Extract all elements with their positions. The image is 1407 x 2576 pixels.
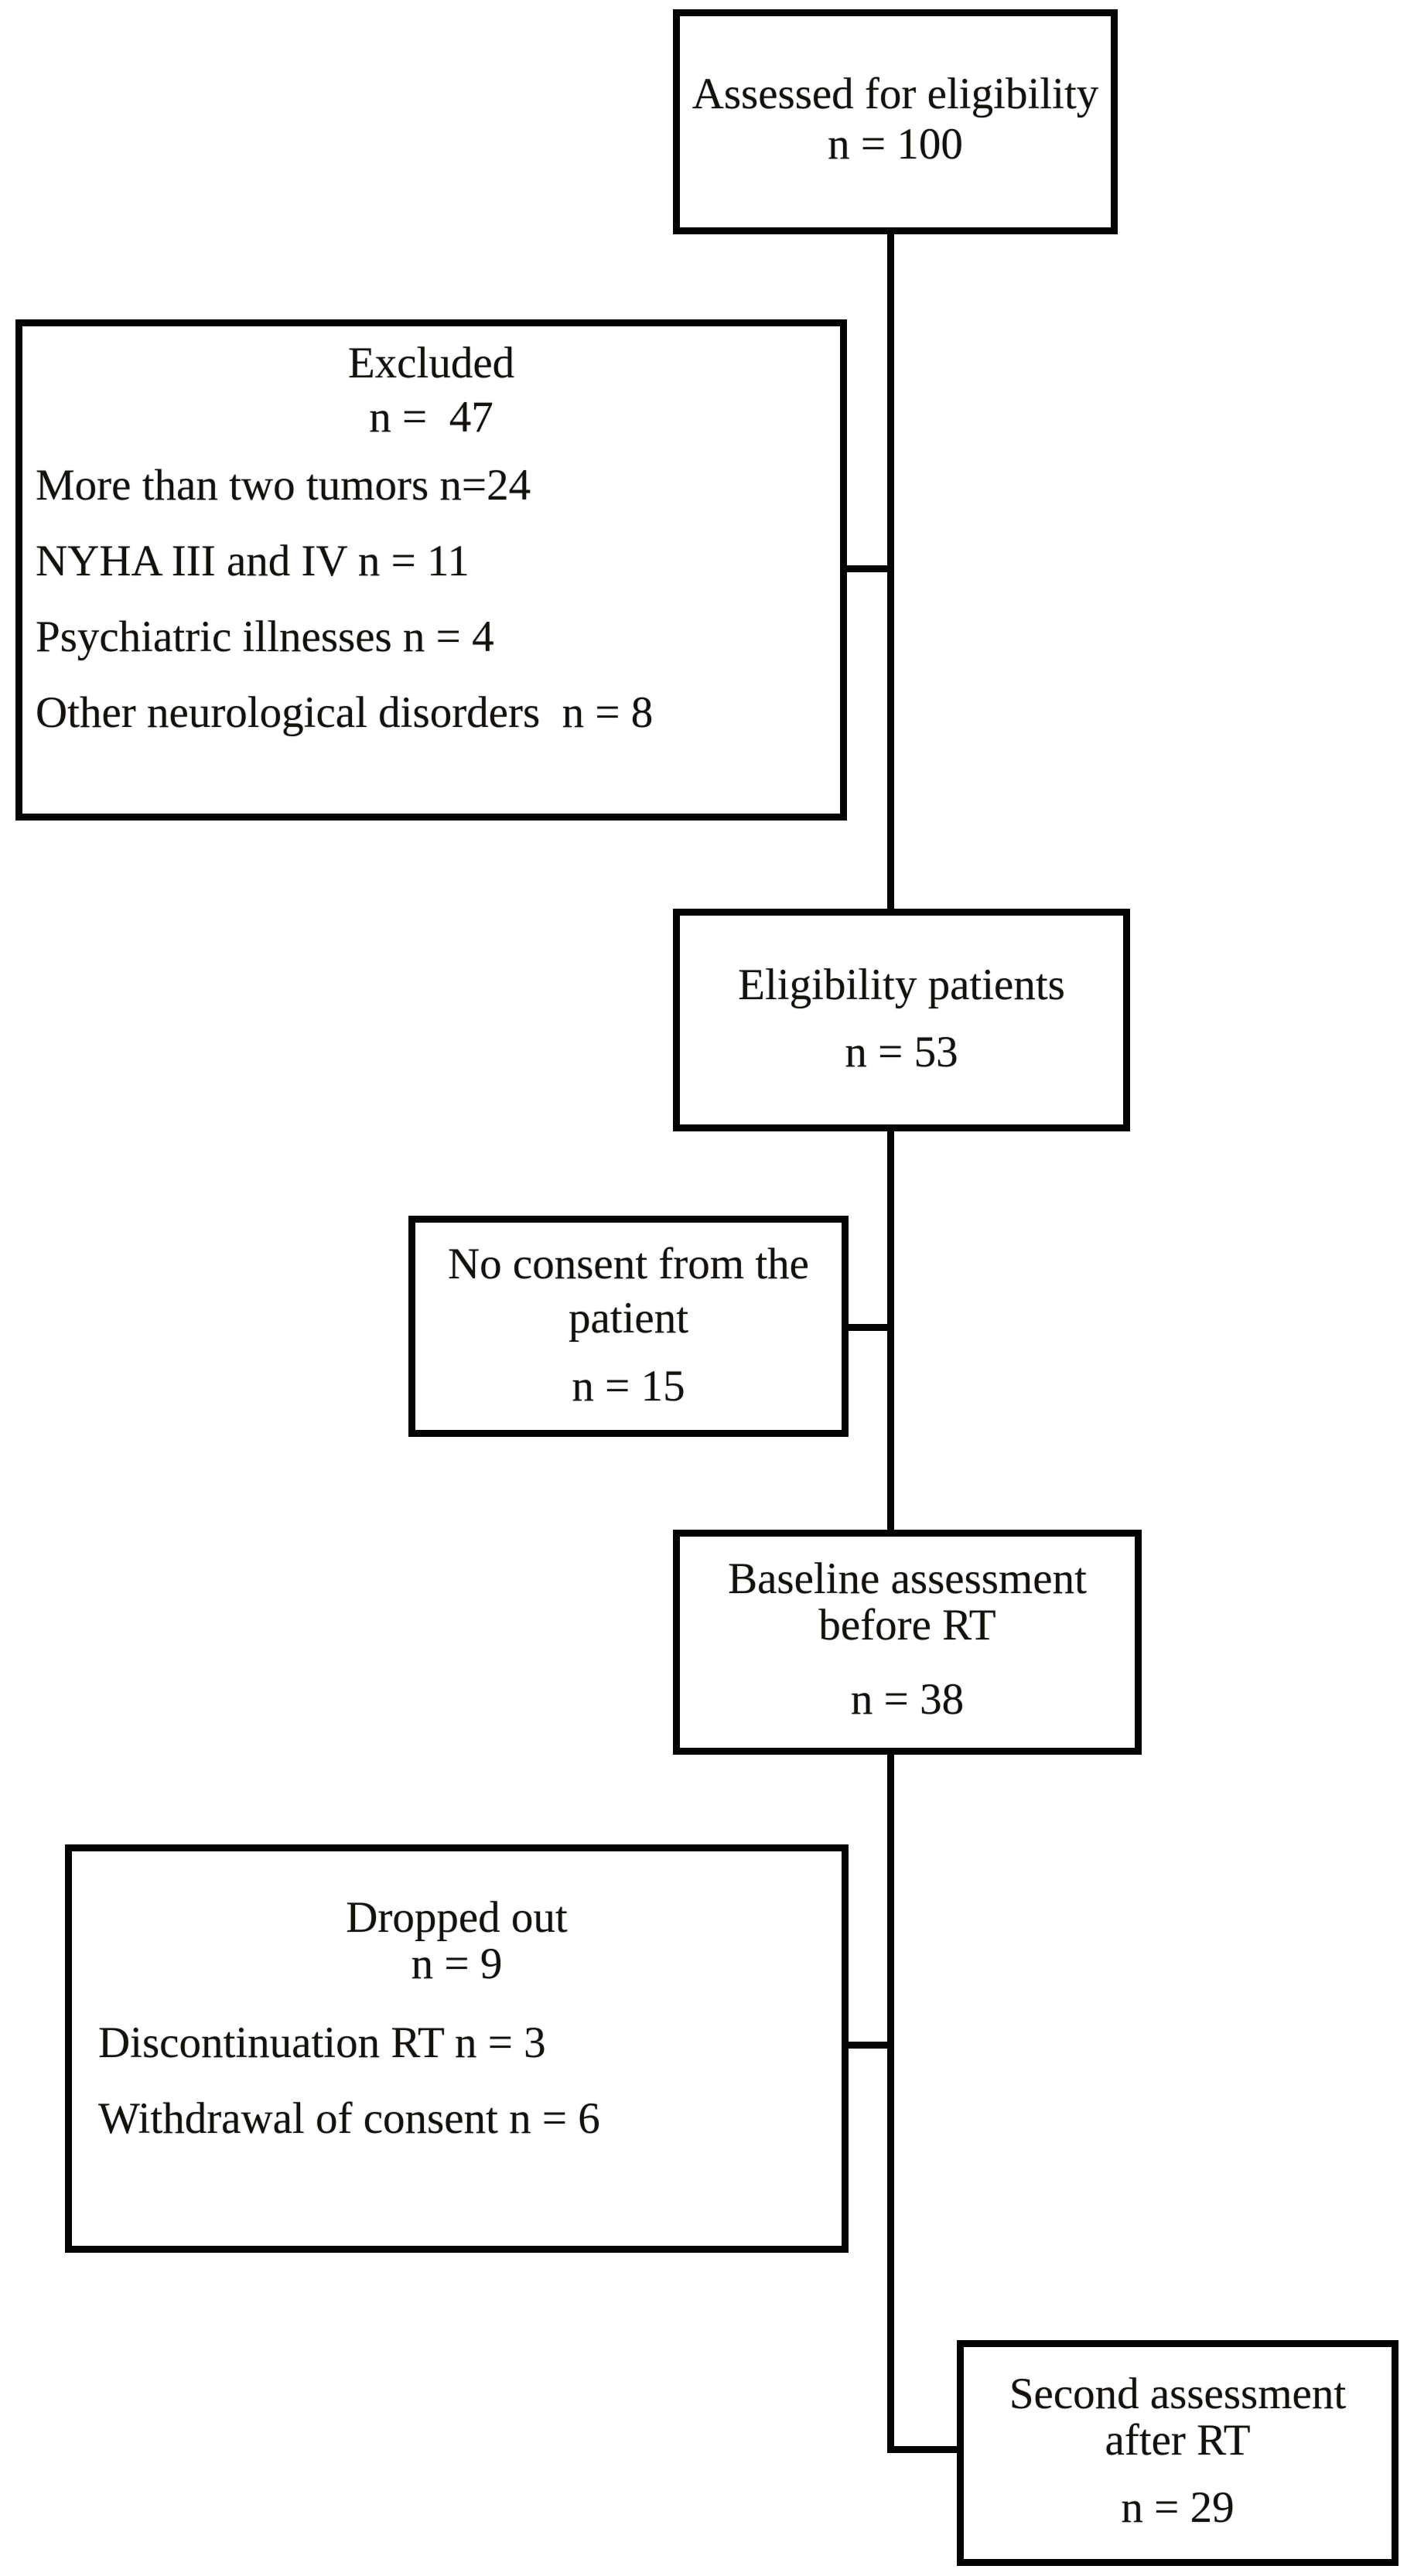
box-title-block: Excluded n = 47 [22,326,840,445]
connector-second-assessment [887,2446,965,2453]
box-title-block: No consent from the patient [415,1223,842,1346]
box-title: before RT [818,1601,996,1650]
box-count: n = 9 [411,1940,503,1988]
exclusion-reason: NYHA III and IV n = 11 [36,537,470,585]
box-title: Dropped out [346,1893,568,1942]
box-title: patient [568,1294,689,1343]
box-count-block: n = 38 [680,1677,1135,1723]
connector-no-consent-branch [843,1324,894,1331]
box-eligibility-patients: Eligibility patients n = 53 [673,909,1130,1131]
box-title: Second assessment [1009,2370,1347,2418]
box-count-block: n = 15 [415,1360,842,1414]
box-second-assessment: Second assessment after RT n = 29 [957,2340,1398,2566]
exclusion-reason: Psychiatric illnesses n = 4 [36,612,494,661]
box-title: Assessed for eligibility [692,70,1099,118]
connector-excluded-branch [840,565,894,572]
box-excluded: Excluded n = 47 More than two tumors n=2… [15,319,847,821]
box-dropped-out: Dropped out n = 9 Discontinuation RT n =… [65,1844,849,2253]
box-title: No consent from the [448,1240,809,1288]
dropout-reason: Discontinuation RT n = 3 [98,2018,546,2067]
box-title: Eligibility patients [738,960,1065,1009]
box-count-block: n = 29 [964,2485,1392,2531]
dropout-reason-list: Discontinuation RT n = 3 Withdrawal of c… [72,2005,842,2157]
box-count: n = 47 [369,393,493,442]
exclusion-reason: More than two tumors n=24 [36,461,531,510]
exclusion-reason: Other neurological disorders n = 8 [36,688,654,737]
flow-line-vertical-spine [887,230,894,2453]
dropout-reason: Withdrawal of consent n = 6 [98,2094,600,2143]
box-baseline-assessment: Baseline assessment before RT n = 38 [673,1530,1142,1755]
box-title-block: Baseline assessment before RT [680,1537,1135,1649]
box-count: n = 38 [850,1675,965,1724]
connector-dropped-out-branch [843,2042,894,2049]
box-title-block: Assessed for eligibility n = 100 [680,16,1111,169]
box-no-consent: No consent from the patient n = 15 [408,1216,849,1437]
box-title: after RT [1105,2416,1251,2465]
box-title-block: Dropped out n = 9 [72,1851,842,1987]
exclusion-reason-list: More than two tumors n=24 NYHA III and I… [22,448,840,751]
box-count: n = 15 [572,1362,685,1411]
box-count: n = 29 [1121,2483,1235,2532]
box-title-block: Second assessment after RT [964,2347,1392,2464]
box-title: Baseline assessment [728,1554,1087,1603]
box-title-block: Eligibility patients n = 53 [680,916,1123,1086]
box-title: Excluded [347,339,515,387]
box-count: n = 53 [845,1028,958,1076]
box-count: n = 100 [828,120,963,169]
box-assessed-for-eligibility: Assessed for eligibility n = 100 [673,9,1118,234]
